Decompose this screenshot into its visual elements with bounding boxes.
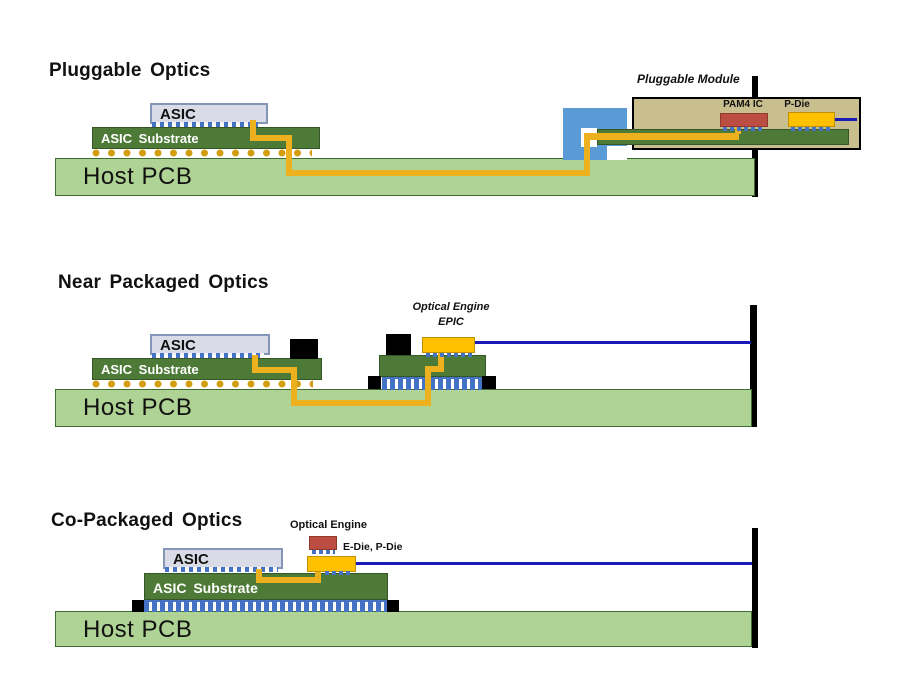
e-die-p-die-label: E-Die, P-Die — [343, 541, 403, 553]
host-pcb: Host PCB — [55, 611, 752, 647]
signal-trace-segment — [438, 352, 444, 372]
standoff-block — [290, 339, 318, 359]
optical-engine-label: Optical Engine — [412, 301, 490, 313]
solder-ball-row — [92, 380, 313, 388]
pluggable-module-label: Pluggable Module — [637, 72, 740, 86]
signal-trace-segment — [425, 366, 444, 372]
optical-fiber-line — [475, 341, 751, 344]
lga-pin-row — [382, 377, 482, 390]
faceplate-bar — [752, 528, 758, 648]
signal-trace-segment — [256, 569, 262, 583]
optical-fiber-line — [356, 562, 752, 565]
signal-trace-segment — [291, 367, 297, 406]
standoff-foot — [482, 376, 496, 389]
asic-substrate: ASIC Substrate — [92, 358, 322, 380]
optical-engine-body — [307, 556, 356, 572]
section-title-co-packaged-optics: Co-Packaged Optics — [51, 510, 243, 531]
lga-pin-row — [144, 600, 387, 612]
signal-trace-segment — [286, 135, 292, 176]
host-pcb: Host PCB — [55, 158, 755, 196]
pam4-ic-label: PAM4 IC — [723, 99, 763, 110]
p-die-chip — [788, 112, 835, 127]
section-title-pluggable-optics: Pluggable Optics — [49, 60, 211, 81]
signal-trace-segment — [256, 577, 321, 583]
section-title-near-packaged-optics: Near Packaged Optics — [58, 272, 269, 293]
e-die-chip — [309, 536, 337, 550]
optical-engine-epic-chip — [422, 337, 475, 353]
signal-trace-segment — [315, 570, 321, 583]
epic-label: EPIC — [438, 316, 464, 328]
signal-trace-segment — [250, 120, 256, 141]
signal-trace-segment — [252, 367, 297, 373]
microbump-row — [152, 122, 258, 127]
microbump-row — [325, 571, 353, 575]
signal-trace-segment — [250, 135, 292, 141]
cage-notch-lower — [607, 146, 627, 160]
host-pcb: Host PCB — [55, 389, 752, 427]
signal-trace-segment — [252, 355, 258, 373]
solder-ball-row — [92, 149, 312, 157]
asic-substrate: ASIC Substrate — [92, 127, 320, 149]
standoff-foot — [132, 600, 144, 612]
asic-chip: ASIC — [150, 334, 270, 355]
asic-chip: ASIC — [163, 548, 283, 569]
faceplate-bar — [750, 305, 757, 427]
signal-trace-segment — [584, 134, 590, 176]
signal-trace-segment — [286, 170, 590, 176]
microbump-row — [723, 127, 765, 131]
standoff-block — [386, 334, 411, 355]
optical-engine-label: Optical Engine — [290, 519, 368, 531]
signal-trace-segment — [425, 366, 431, 406]
microbump-row — [312, 550, 335, 554]
standoff-foot — [387, 600, 399, 612]
p-die-label: P-Die — [784, 99, 810, 110]
microbump-row — [791, 127, 833, 131]
signal-trace-segment — [291, 400, 431, 406]
microbump-row — [426, 353, 472, 357]
standoff-foot — [368, 376, 381, 389]
optical-fiber-line — [835, 118, 857, 121]
pam4-ic-chip — [720, 113, 768, 127]
signal-trace-segment — [584, 133, 739, 140]
microbump-row — [165, 567, 278, 572]
microbump-row — [152, 353, 264, 358]
